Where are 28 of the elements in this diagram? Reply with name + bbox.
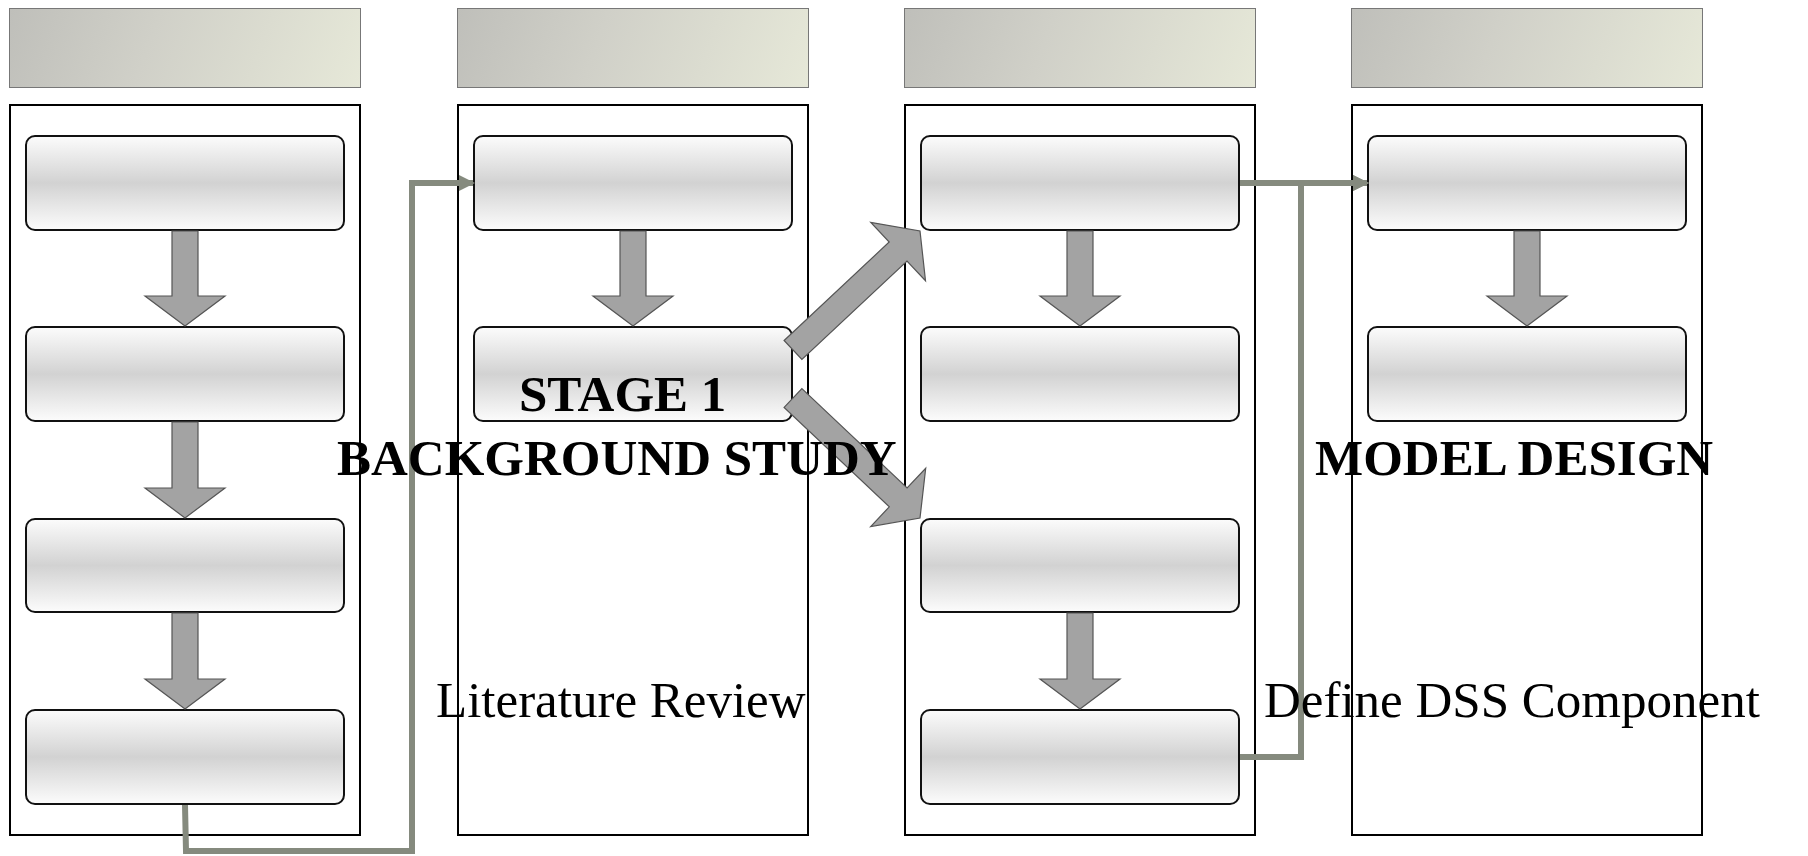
header-bar [9, 8, 361, 88]
stage-panel [904, 104, 1256, 836]
step-box [920, 135, 1240, 231]
step-box [25, 709, 345, 805]
block-arrow [143, 421, 227, 519]
block-arrow [591, 230, 675, 327]
connector-arrow [182, 175, 475, 854]
block-arrow [143, 612, 227, 710]
step-box [473, 135, 793, 231]
step-box [473, 326, 793, 422]
connector-arrow [1240, 175, 1369, 760]
block-arrow [1485, 230, 1569, 327]
step-box [920, 518, 1240, 613]
header-bar [904, 8, 1256, 88]
block-arrow [143, 230, 227, 327]
step-box [920, 326, 1240, 422]
block-arrow [1038, 230, 1122, 327]
step-box [25, 518, 345, 613]
step-box [920, 709, 1240, 805]
block-arrow [783, 221, 927, 361]
step-box [25, 326, 345, 422]
stage-title: STAGE 1 [519, 366, 727, 423]
block-arrow [1038, 612, 1122, 710]
step-box [1367, 326, 1687, 422]
header-bar [457, 8, 809, 88]
header-bar [1351, 8, 1703, 88]
step-box [1367, 135, 1687, 231]
step-box [25, 135, 345, 231]
